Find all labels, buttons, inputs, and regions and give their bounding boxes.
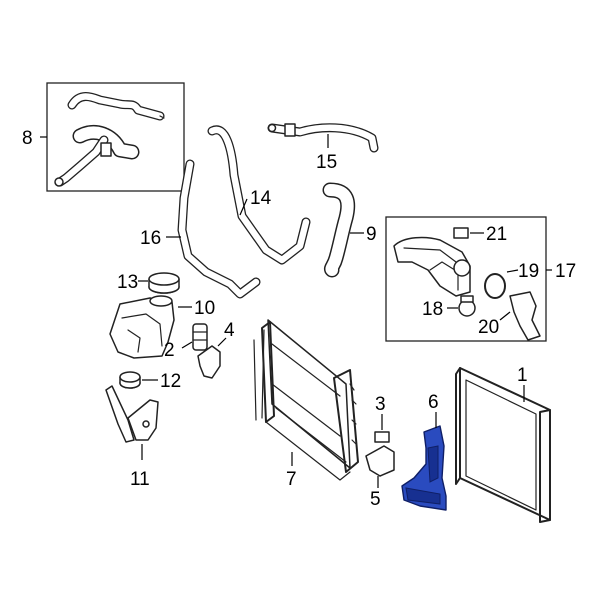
callout-13: 13 [117,272,138,293]
part-15-hose: 15 [267,123,379,173]
part-3-clip: 3 [374,394,390,443]
callout-6: 6 [428,392,439,413]
callout-2: 2 [164,340,175,361]
callout-16: 16 [140,228,161,249]
callout-18: 18 [422,299,443,320]
part-8-hose-assembly: 8 [22,82,185,192]
part-11-mount-bracket: 11 [105,385,159,490]
callout-15: 15 [316,152,337,173]
part-12-grommet: 12 [119,371,181,392]
callout-8: 8 [22,128,33,149]
part-2-bushing: 2 [164,323,208,361]
callout-4: 4 [224,320,235,341]
callout-9: 9 [366,224,377,245]
part-7-radiator: 7 [253,319,359,490]
callout-20: 20 [478,317,499,338]
part-5-bracket: 5 [365,445,395,510]
part-1-condenser: 1 [455,365,551,523]
callout-19: 19 [518,261,539,282]
part-6-air-deflector[interactable]: 6 [401,392,447,511]
part-17-thermostat-housing-assembly: 21 19 17 18 20 [385,216,576,342]
part-13-cap: 13 [117,272,180,294]
callout-7: 7 [286,469,297,490]
part-14-hose: 14 [207,125,311,265]
part-10-reservoir: 10 [109,295,215,359]
callout-3: 3 [375,394,386,415]
callout-10: 10 [194,298,215,319]
callout-5: 5 [370,489,381,510]
part-16-hose: 16 [140,159,261,299]
callout-21: 21 [486,224,507,245]
callout-1: 1 [517,365,528,386]
callout-17: 17 [555,261,576,282]
part-4-bracket: 4 [197,320,235,379]
callout-14: 14 [250,188,272,209]
callout-11: 11 [130,469,150,490]
part-17-frame [385,216,547,342]
callout-12: 12 [160,371,181,392]
part-9-hose: 9 [322,182,377,278]
